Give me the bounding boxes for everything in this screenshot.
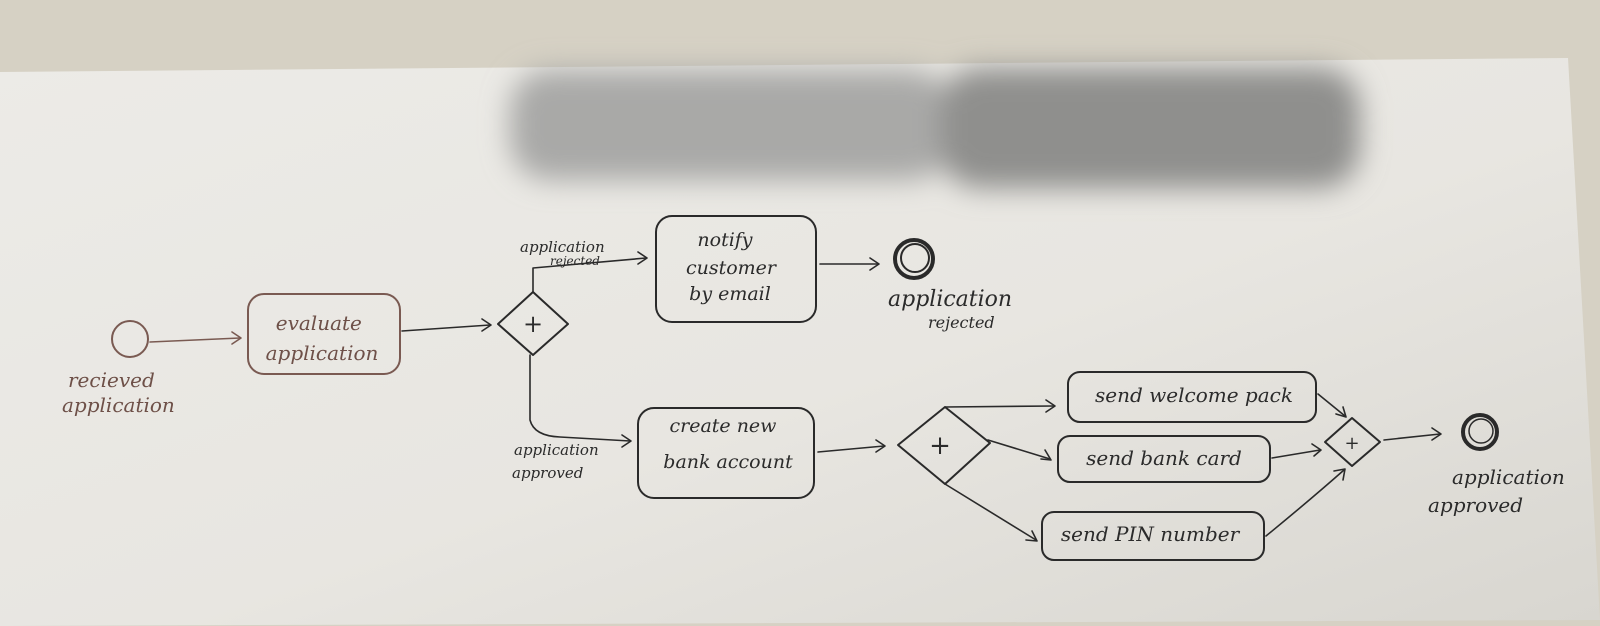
task-evaluate-application: evaluate application	[247, 293, 401, 375]
flow-label-approved: application approved	[512, 441, 603, 482]
task-welcome-label: send welcome pack	[1095, 383, 1293, 407]
parallel-join-symbol: +	[1344, 433, 1359, 454]
start-event-circle	[111, 320, 149, 358]
end-event-approved: application approved	[1428, 413, 1571, 517]
flow-label-approved-line-2: approved	[512, 464, 583, 482]
task-send-welcome-pack: send welcome pack	[1067, 371, 1317, 423]
flow-create-to-split	[817, 439, 886, 453]
parallel-split-gateway: +	[897, 406, 991, 485]
flow-split-to-bankcard	[987, 439, 1052, 461]
end-event-rejected: application rejected	[888, 238, 1019, 332]
task-notify-label-line-2: customer	[686, 257, 778, 279]
decision-gateway-symbol: +	[523, 310, 543, 338]
flow-decision-to-create	[529, 354, 632, 448]
flow-pin-to-join	[1265, 468, 1346, 537]
end-event-approved-label-line-1: application	[1452, 465, 1565, 489]
task-create-box	[637, 407, 815, 499]
task-evaluate-box	[247, 293, 401, 375]
parallel-join-gateway: +	[1324, 417, 1381, 467]
task-create-label-line-2: bank account	[663, 451, 793, 473]
end-event-rejected-circle	[893, 238, 935, 280]
task-create-bank-account: create new bank account	[637, 407, 815, 499]
task-send-bank-card: send bank card	[1057, 435, 1271, 483]
parallel-join-diamond	[1324, 417, 1381, 467]
task-notify-label-line-1: notify	[697, 229, 752, 251]
end-event-rejected-label-line-1: application	[888, 287, 1012, 312]
task-create-label: create new bank account	[663, 415, 793, 473]
task-send-pin-number: send PIN number	[1041, 511, 1265, 561]
start-event: recieved application	[62, 320, 175, 417]
decision-gateway-diamond	[497, 291, 569, 356]
task-bankcard-box	[1057, 435, 1271, 483]
end-event-rejected-label-line-2: rejected	[928, 313, 995, 332]
sequence-flows	[149, 251, 1442, 542]
task-evaluate-label-line-2: application	[266, 341, 379, 365]
end-event-approved-circle	[1461, 413, 1499, 451]
flow-notify-to-end-rejected	[819, 257, 880, 271]
flow-split-to-pin	[944, 483, 1038, 542]
flow-label-rejected-line-2: rejected	[550, 254, 600, 268]
end-event-rejected-inner-stroke	[900, 243, 930, 273]
paper-sheet	[0, 58, 1600, 626]
flow-evaluate-to-decision	[401, 318, 492, 332]
end-event-approved-inner-stroke	[1468, 418, 1494, 444]
end-event-rejected-label: application rejected	[888, 287, 1019, 332]
task-evaluate-label-line-1: evaluate	[276, 311, 362, 335]
parallel-split-symbol: +	[929, 431, 951, 461]
end-event-approved-label: application approved	[1428, 465, 1571, 517]
end-event-approved-label-line-2: approved	[1428, 493, 1523, 517]
task-pin-box	[1041, 511, 1265, 561]
flow-decision-to-notify	[532, 251, 648, 293]
task-notify-customer: notify customer by email	[655, 215, 817, 323]
flow-label-rejected: application rejected	[520, 238, 609, 268]
task-create-label-line-1: create new	[669, 415, 776, 437]
task-notify-box	[655, 215, 817, 323]
task-welcome-box	[1067, 371, 1317, 423]
decision-gateway: +	[497, 291, 569, 356]
start-event-label-line-1: recieved	[68, 368, 155, 392]
flow-welcome-to-join	[1317, 393, 1347, 418]
flow-label-rejected-line-1: application	[520, 238, 605, 256]
task-pin-label: send PIN number	[1061, 522, 1241, 546]
start-event-label: recieved application	[62, 368, 175, 417]
flow-start-to-evaluate	[149, 331, 242, 345]
flow-bankcard-to-join	[1271, 443, 1322, 459]
flow-join-to-end-approved	[1383, 427, 1442, 441]
flow-label-approved-line-1: application	[514, 441, 599, 459]
flow-split-to-welcome	[944, 399, 1056, 413]
redacted-area	[510, 68, 1360, 188]
task-evaluate-label: evaluate application	[266, 311, 379, 365]
task-bankcard-label: send bank card	[1086, 446, 1242, 470]
start-event-label-line-2: application	[62, 393, 175, 417]
task-notify-label-line-3: by email	[689, 283, 771, 305]
task-notify-label: notify customer by email	[686, 229, 782, 305]
